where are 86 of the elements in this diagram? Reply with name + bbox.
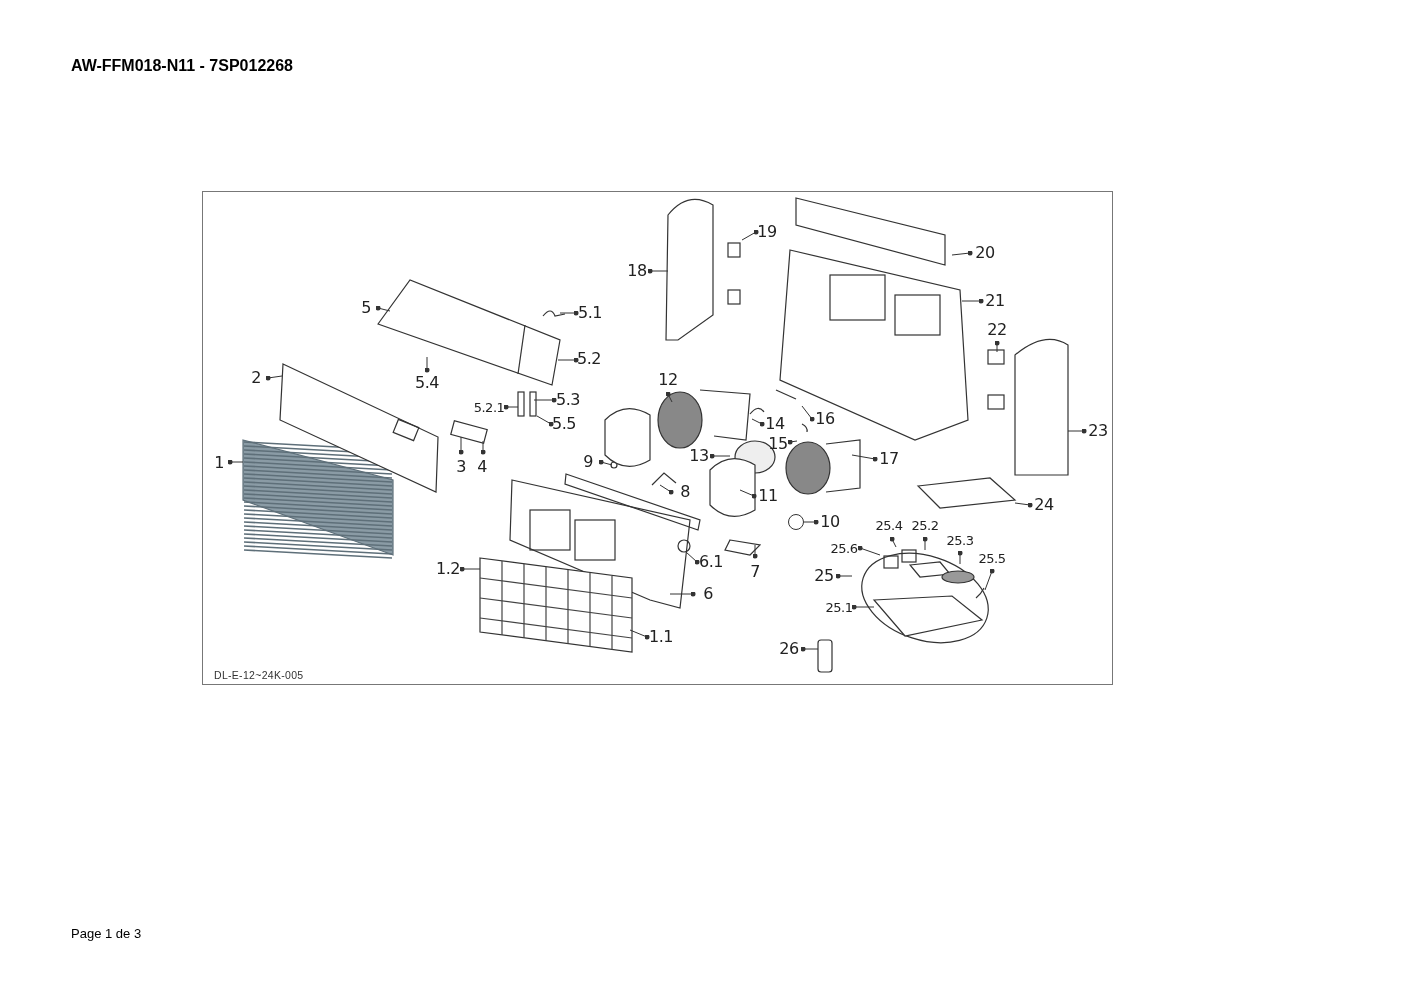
leader-line bbox=[951, 250, 973, 256]
leader-line bbox=[984, 568, 995, 591]
leader-line bbox=[709, 453, 731, 459]
callout-number: 5.2.1 bbox=[473, 400, 505, 414]
callout-number: 12 bbox=[658, 372, 678, 388]
callout-number: 25.2 bbox=[911, 518, 939, 532]
callout-number: 24 bbox=[1034, 497, 1054, 513]
leader-line bbox=[803, 519, 819, 525]
leader-line bbox=[559, 310, 579, 316]
page-title: AW-FFM018-N11 - 7SP012268 bbox=[71, 57, 293, 75]
callout-number: 23 bbox=[1088, 423, 1108, 439]
callout-number: 17 bbox=[879, 451, 899, 467]
leader-line bbox=[851, 604, 875, 610]
callout-number: 20 bbox=[975, 245, 995, 261]
leader-line bbox=[647, 268, 669, 274]
leader-line bbox=[598, 459, 613, 466]
leader-line bbox=[629, 629, 650, 640]
leader-line bbox=[1014, 502, 1033, 508]
callout-number: 2 bbox=[251, 370, 261, 386]
leader-line bbox=[835, 573, 853, 579]
leader-line bbox=[739, 489, 757, 499]
callout-number: 1.2 bbox=[436, 561, 460, 577]
leader-line bbox=[787, 439, 798, 445]
callout-number: 11 bbox=[758, 488, 778, 504]
leader-line bbox=[375, 305, 391, 312]
callout-number: 6 bbox=[703, 586, 713, 602]
page-number: Page 1 de 3 bbox=[71, 926, 142, 941]
drawing-code: DL-E-12~24K-005 bbox=[214, 669, 304, 681]
callout-number: 7 bbox=[750, 564, 760, 580]
leader-line bbox=[265, 375, 283, 381]
callout-number: 9 bbox=[583, 454, 593, 470]
callout-number: 16 bbox=[815, 411, 835, 427]
leader-line bbox=[536, 415, 554, 427]
leader-line bbox=[752, 544, 758, 559]
callout-number: 13 bbox=[689, 448, 709, 464]
leader-line bbox=[424, 356, 430, 373]
callout-number: 18 bbox=[627, 263, 647, 279]
callout-number: 14 bbox=[765, 416, 785, 432]
callout-number: 22 bbox=[987, 322, 1007, 338]
callout-number: 8 bbox=[680, 484, 690, 500]
leader-line bbox=[801, 405, 815, 422]
callout-number: 5 bbox=[361, 300, 371, 316]
callout-number: 15 bbox=[768, 436, 788, 452]
leader-line bbox=[851, 454, 878, 462]
callout-number: 5.2 bbox=[577, 351, 601, 367]
leader-line bbox=[889, 536, 897, 548]
leader-line bbox=[857, 545, 881, 556]
leader-line bbox=[480, 440, 486, 455]
callout-number: 21 bbox=[985, 293, 1005, 309]
leader-line bbox=[957, 550, 963, 565]
leader-line bbox=[659, 484, 674, 495]
callout-number: 5.1 bbox=[578, 305, 602, 321]
leader-line bbox=[503, 404, 519, 410]
leader-line bbox=[227, 459, 244, 465]
leader-line bbox=[685, 551, 700, 565]
callout-number: 6.1 bbox=[699, 554, 723, 570]
callout-number: 1 bbox=[214, 455, 224, 471]
leader-line bbox=[459, 566, 481, 572]
leader-line bbox=[922, 536, 928, 551]
knob-part bbox=[788, 514, 804, 530]
leader-line bbox=[751, 418, 765, 427]
leader-line bbox=[994, 340, 1000, 353]
leader-line bbox=[961, 298, 984, 304]
callout-number: 5.5 bbox=[552, 416, 576, 432]
callout-number: 25 bbox=[814, 568, 834, 584]
leader-line bbox=[800, 646, 819, 652]
callout-number: 25.5 bbox=[978, 551, 1006, 565]
callout-number: 4 bbox=[477, 459, 487, 475]
callout-number: 5.4 bbox=[415, 375, 439, 391]
callout-number: 10 bbox=[820, 514, 840, 530]
leader-line bbox=[669, 591, 696, 597]
callout-number: 25.6 bbox=[830, 541, 858, 555]
callout-number: 19 bbox=[757, 224, 777, 240]
callout-number: 25.3 bbox=[946, 533, 974, 547]
callout-number: 25.1 bbox=[825, 600, 853, 614]
callout-number: 25.4 bbox=[875, 518, 903, 532]
callout-number: 3 bbox=[456, 459, 466, 475]
leader-line bbox=[1067, 428, 1087, 434]
callout-number: 1.1 bbox=[649, 629, 673, 645]
callout-number: 26 bbox=[779, 641, 799, 657]
leader-line bbox=[557, 357, 579, 363]
leader-line bbox=[741, 229, 759, 241]
callout-number: 5.3 bbox=[556, 392, 580, 408]
leader-line bbox=[533, 397, 557, 403]
leader-line bbox=[458, 436, 464, 455]
leader-line bbox=[665, 391, 673, 403]
